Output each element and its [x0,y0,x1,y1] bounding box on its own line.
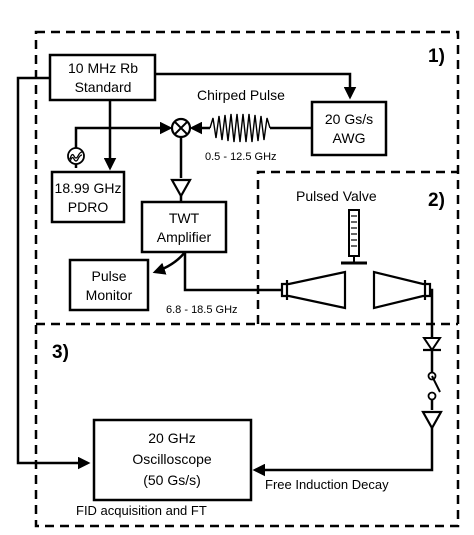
fid-label: Free Induction Decay [265,477,389,492]
monitor-label-line-2: Monitor [86,287,133,303]
rb-to-scope-wire [16,76,91,470]
rb-standard-box [48,53,157,102]
pulse-monitor-box [68,258,150,312]
twt-to-horn-wire [183,252,282,292]
lo-to-mixer-wire [74,121,173,168]
rb-label-line-1: 10 MHz Rb [68,60,138,76]
scope-label-line-1: 20 GHz [148,430,195,446]
lo-filter-icon [67,147,85,165]
pdro-label-line-1: 18.99 GHz [55,180,122,196]
lna-triangle-icon [421,410,443,431]
chirp-waveform-icon [209,113,271,143]
pulsed-valve-icon [341,209,367,265]
region-outlines [34,30,460,528]
awg-label-line-2: AWG [333,130,366,146]
pre-amp-triangle-icon [170,178,192,199]
blocks [48,53,388,502]
scope-label-line-2: Oscilloscope [132,451,212,467]
lna-to-scope-wire [252,428,434,477]
wires [16,72,434,477]
twt-label-line-2: Amplifier [157,229,212,245]
pulsed-valve-label: Pulsed Valve [296,188,377,204]
block-labels: 10 MHz Rb Standard 20 Gs/s AWG 18.99 GHz… [55,60,374,488]
fid-acquisition-label: FID acquisition and FT [76,503,207,518]
oscilloscope-box [92,418,253,502]
twt-label-line-1: TWT [169,210,200,226]
region-1-label: 1) [428,46,445,67]
pin-diode-icon [422,337,442,352]
horns [280,270,432,310]
amp-band-label: 6.8 - 18.5 GHz [166,304,238,316]
rb-label-line-2: Standard [75,79,132,95]
horn-to-diode-wire [430,288,434,338]
switch-icon [427,371,441,401]
transmit-horn-icon [280,270,347,310]
awg-label-line-1: 20 Gs/s [325,111,373,127]
monitor-label-line-1: Pulse [91,268,126,284]
mixer-icon [170,117,192,139]
twt-to-monitor-wire [152,251,186,275]
region-3-label: 3) [52,342,69,363]
scope-label-line-3: (50 Gs/s) [143,472,201,488]
twt-box [140,200,228,254]
chirped-pulse-label: Chirped Pulse [197,87,285,103]
pdro-box [50,170,126,224]
outer-region-border [34,30,460,528]
region-2-divider [256,170,458,324]
rb-to-awg-wire [155,72,357,100]
receive-horn-icon [372,270,432,310]
pdro-label-line-2: PDRO [68,199,109,215]
chirp-band-label: 0.5 - 12.5 GHz [205,151,277,163]
region-2-label: 2) [428,190,445,211]
awg-box [310,100,388,157]
